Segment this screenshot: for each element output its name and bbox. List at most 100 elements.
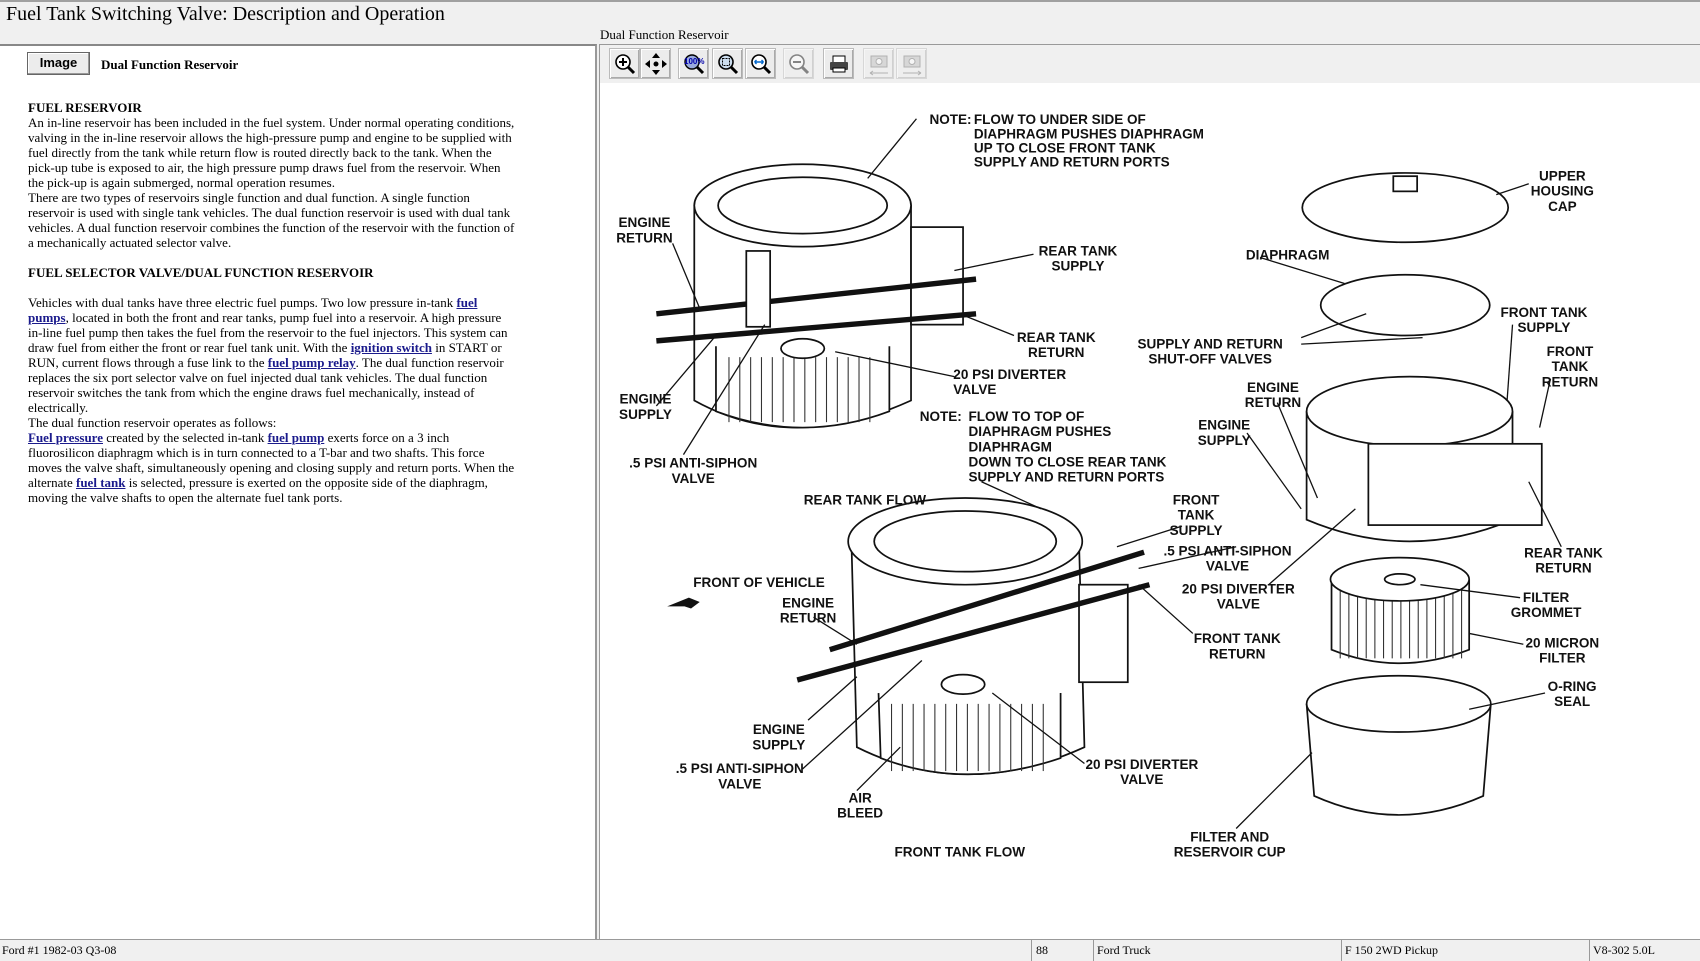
callout-label: FILTER AND	[1190, 829, 1269, 844]
leader-line	[1268, 508, 1356, 586]
text: is selected, pressure is exerted on the …	[28, 475, 488, 505]
status-bar: Ford #1 1982-03 Q3-08 88 Ford Truck F 15…	[0, 939, 1700, 961]
callout-label: SUPPLY	[619, 407, 672, 422]
callout-label: .5 PSI ANTI-SIPHON	[676, 761, 804, 776]
print-icon	[829, 55, 848, 72]
callout-label: FRONT OF VEHICLE	[693, 575, 825, 590]
paragraph: There are two types of reservoirs single…	[28, 190, 515, 250]
status-page: 88	[1036, 943, 1048, 957]
link-fuel-pumps[interactable]: fuel pumps	[28, 295, 478, 325]
previous-image-icon	[869, 55, 888, 75]
callout-label: RETURN	[1028, 345, 1084, 360]
leader-line	[1420, 584, 1521, 599]
image-button[interactable]: Image	[27, 52, 90, 75]
leader-line	[1496, 183, 1529, 196]
article-content: FUEL RESERVOIR An in-line reservoir has …	[28, 100, 518, 505]
leader-line	[1538, 378, 1552, 428]
paragraph: Vehicles with dual tanks have three elec…	[28, 295, 518, 415]
callout-label: RESERVOIR CUP	[1174, 845, 1286, 860]
text: , located in both the front and rear tan…	[28, 310, 508, 355]
link-fuel-tank[interactable]: fuel tank	[76, 475, 126, 490]
note-text: SUPPLY AND RETURN PORTS	[974, 154, 1170, 169]
callout-label: BLEED	[837, 806, 883, 821]
callout-label: FILTER	[1523, 590, 1570, 605]
zoom-in-button[interactable]	[609, 48, 640, 79]
note-text: DIAPHRAGM	[968, 439, 1051, 454]
note-text: SUPPLY AND RETURN PORTS	[968, 470, 1164, 485]
callout-label: VALVE	[672, 471, 715, 486]
callout-label: ENGINE	[1247, 380, 1299, 395]
tube	[656, 311, 977, 344]
leader-line	[672, 243, 701, 309]
link-fuel-pump-relay[interactable]: fuel pump relay	[267, 355, 356, 370]
next-image-icon	[902, 55, 921, 75]
callout-label: SEAL	[1554, 694, 1590, 709]
callout-label: RETURN	[1209, 646, 1265, 661]
callout-label: ENGINE	[620, 392, 672, 407]
link-ignition-switch[interactable]: ignition switch	[350, 340, 432, 355]
cap-boss	[1392, 175, 1419, 193]
callout-label: SUPPLY	[1198, 433, 1251, 448]
callout-label: FRONT	[1173, 492, 1220, 507]
callout-label: REAR TANK	[1524, 546, 1603, 561]
link-fuel-pressure[interactable]: Fuel pressure	[28, 430, 103, 445]
text: exerts force on a 3 inch fluorosilicon d…	[28, 430, 515, 490]
next-image-button[interactable]	[896, 48, 927, 79]
zoom-fit-button[interactable]	[712, 48, 743, 79]
reservoir-housing-top	[1305, 375, 1514, 447]
print-button[interactable]	[823, 48, 854, 79]
leader-line	[802, 660, 923, 770]
leader-line	[1116, 525, 1183, 548]
image-toolbar: 100%	[599, 44, 1700, 83]
tube	[796, 582, 1151, 683]
callout-label: RETURN	[1245, 395, 1301, 410]
paragraph: Fuel pressure created by the selected in…	[28, 430, 518, 505]
title-bar: Fuel Tank Switching Valve: Description a…	[0, 0, 1700, 45]
leader-line	[1300, 313, 1367, 339]
diverter-valve	[780, 337, 826, 360]
rear-flow-port-housing	[910, 226, 964, 326]
callout-label: VALVE	[1120, 772, 1163, 787]
status-make: Ford Truck	[1097, 943, 1151, 957]
callout-label: SUPPLY AND RETURN	[1137, 336, 1282, 351]
rear-flow-filter	[715, 346, 891, 429]
link-fuel-pump[interactable]: fuel pump	[267, 430, 325, 445]
leader-line	[835, 351, 955, 378]
zoom-100-button[interactable]: 100%	[678, 48, 709, 79]
callout-label: ENGINE	[618, 215, 670, 230]
note-text: FLOW TO UNDER SIDE OF	[974, 112, 1146, 127]
callout-label: 20 PSI DIVERTER	[1182, 581, 1295, 596]
note-label: NOTE:	[929, 112, 971, 127]
upper-housing-cap	[1301, 172, 1510, 244]
callout-label: REAR TANK	[1017, 330, 1096, 345]
zoom-in-icon	[614, 53, 635, 74]
front-of-vehicle-arrow	[667, 597, 700, 609]
leader-line	[813, 616, 858, 645]
leader-line	[964, 315, 1015, 337]
callout-label: UPPER	[1539, 169, 1586, 184]
callout-label: FILTER	[1539, 651, 1586, 666]
paragraph: The dual function reservoir operates as …	[28, 415, 277, 430]
article-pane[interactable]: Image Dual Function Reservoir FUEL RESER…	[0, 44, 597, 939]
callout-label: TANK	[1552, 359, 1589, 374]
paragraph: An in-line reservoir has been included i…	[28, 115, 515, 190]
zoom-out-icon	[788, 53, 809, 74]
text: created by the selected in-tank	[103, 430, 268, 445]
leader-line	[867, 118, 917, 179]
diverter-valve	[940, 673, 986, 695]
callout-label: GROMMET	[1511, 605, 1582, 620]
note-text: UP TO CLOSE FRONT TANK	[974, 140, 1156, 155]
zoom-out-button[interactable]	[783, 48, 814, 79]
zoom-width-button[interactable]	[745, 48, 776, 79]
pan-button[interactable]	[640, 48, 671, 79]
status-model: F 150 2WD Pickup	[1345, 943, 1438, 957]
leader-line	[1276, 402, 1319, 499]
leader-line	[1235, 752, 1313, 829]
previous-image-button[interactable]	[863, 48, 894, 79]
callout-label: .5 PSI ANTI-SIPHON	[629, 456, 757, 471]
status-vehicle: Ford #1 1982-03 Q3-08	[2, 943, 117, 957]
pan-icon	[644, 52, 667, 75]
callout-label: ENGINE	[782, 595, 834, 610]
